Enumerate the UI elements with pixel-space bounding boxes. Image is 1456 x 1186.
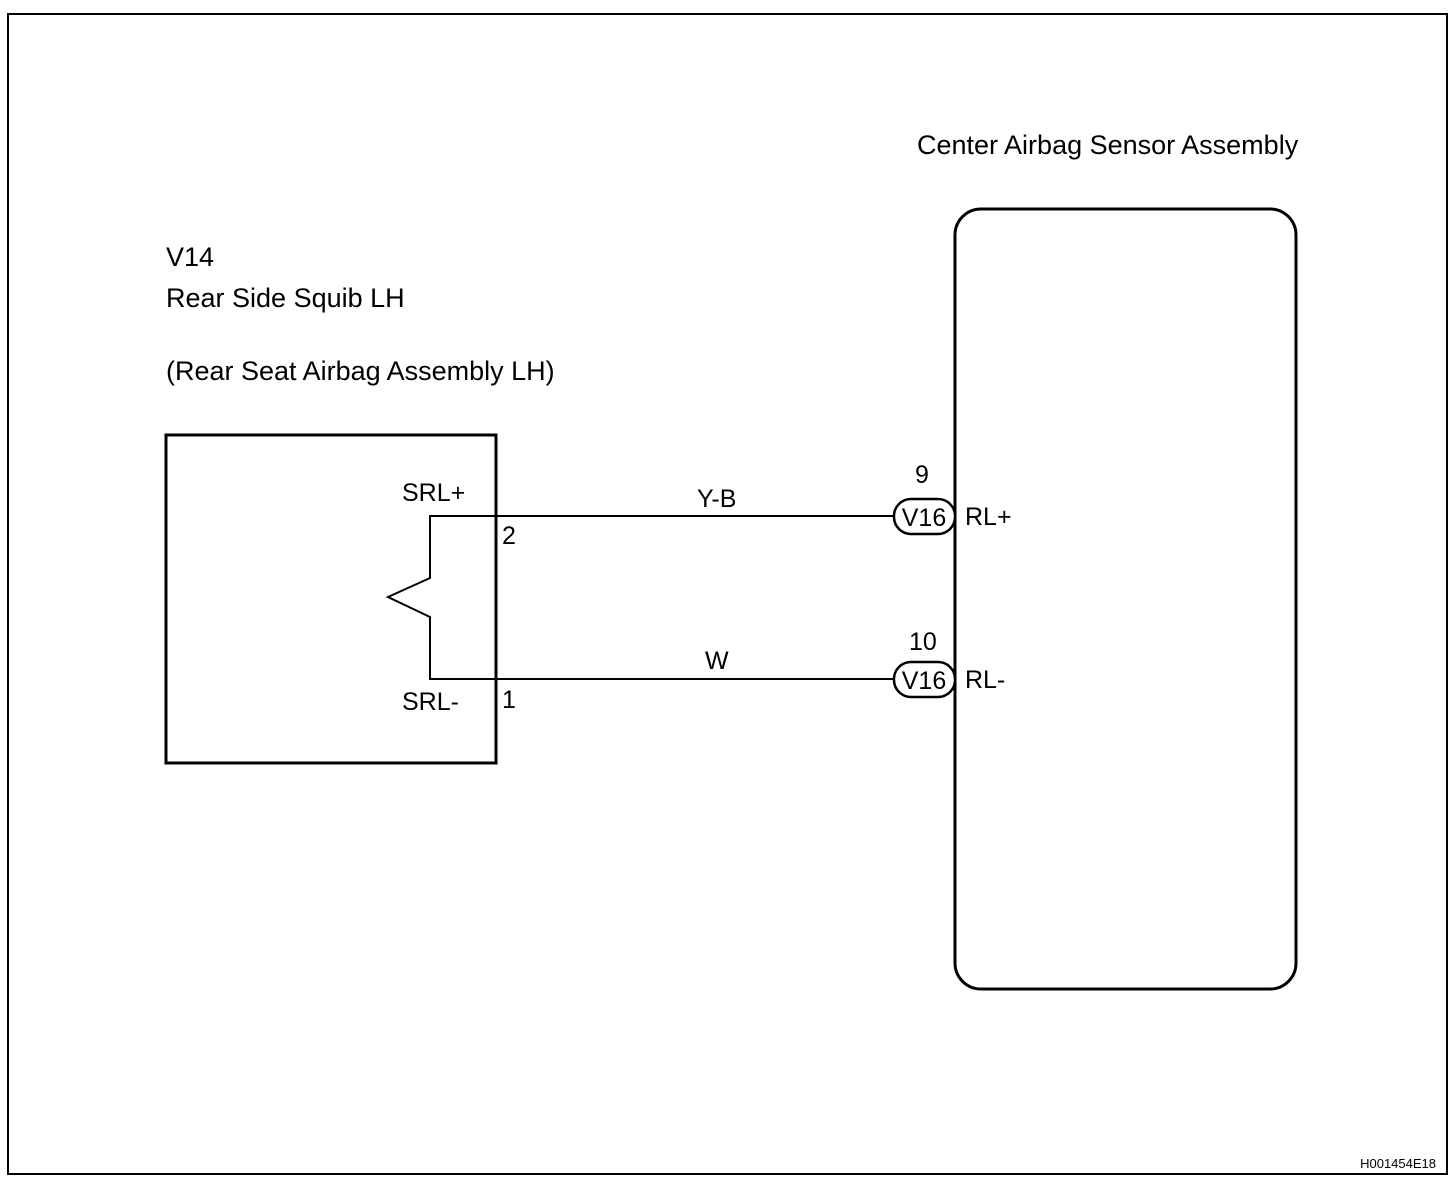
squib-assembly: (Rear Seat Airbag Assembly LH) — [166, 356, 555, 386]
connector-code-positive: V16 — [902, 504, 946, 532]
wire-color-negative: W — [705, 647, 729, 675]
diagram-frame — [7, 13, 1448, 1175]
figure-code: H001454E18 — [1360, 1156, 1436, 1171]
squib-pin-number-positive: 2 — [502, 522, 516, 550]
squib-code: V14 — [166, 242, 214, 272]
connector-badge-positive — [892, 497, 957, 536]
sensor-pin-number-positive: 9 — [915, 461, 929, 489]
squib-pin-number-negative: 1 — [502, 686, 516, 714]
squib-name: Rear Side Squib LH — [166, 283, 405, 313]
connector-badge-negative — [892, 660, 957, 699]
sensor-box — [953, 207, 1298, 991]
sensor-pin-label-positive: RL+ — [965, 503, 1012, 531]
squib-box — [164, 433, 498, 765]
sensor-pin-label-negative: RL- — [965, 666, 1005, 694]
sensor-pin-number-negative: 10 — [909, 628, 937, 656]
sensor-title: Center Airbag Sensor Assembly — [917, 130, 1299, 160]
squib-pin-label-positive: SRL+ — [402, 479, 465, 507]
connector-code-negative: V16 — [902, 667, 946, 695]
wire-color-positive: Y-B — [697, 485, 736, 513]
squib-zigzag-icon — [385, 515, 496, 680]
squib-pin-label-negative: SRL- — [402, 688, 459, 716]
